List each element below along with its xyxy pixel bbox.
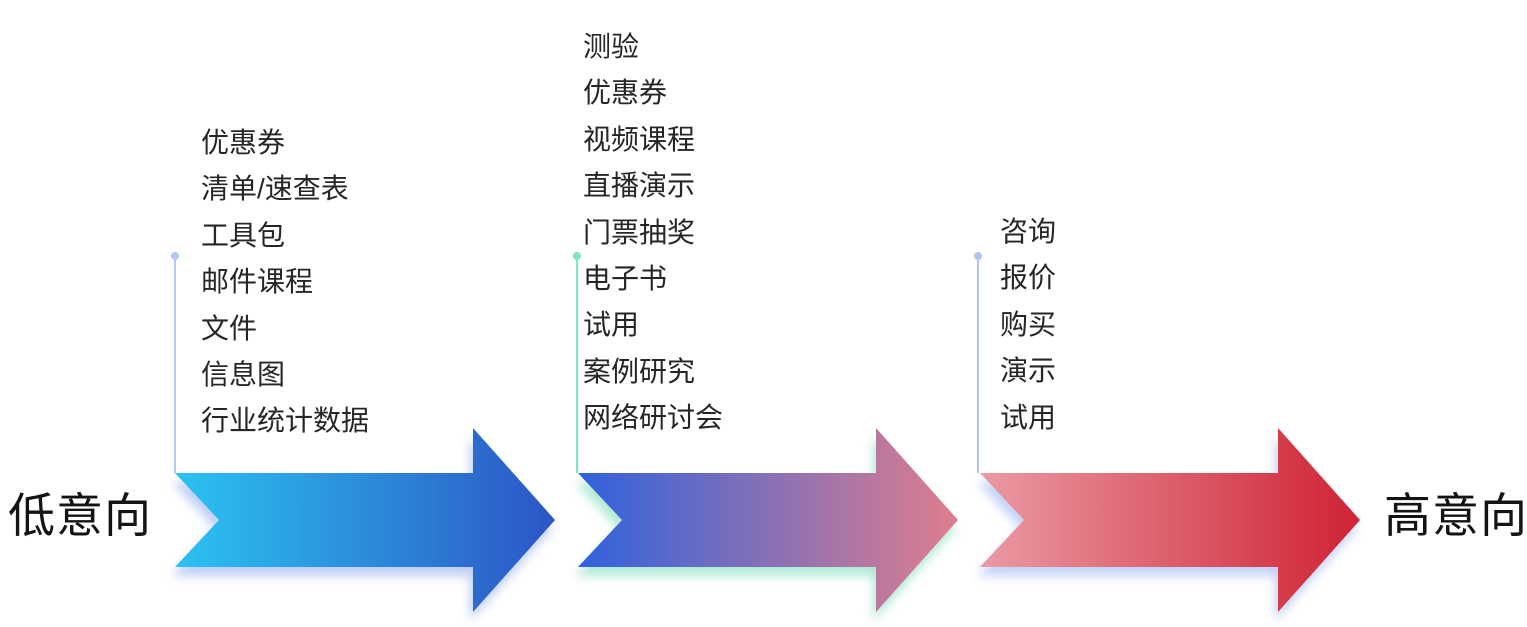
offer-item: 信息图 (201, 359, 286, 391)
offer-item: 行业统计数据 (201, 405, 370, 437)
offer-item: 优惠券 (583, 77, 668, 109)
stage2-offer-list: 测验 优惠券 视频课程 直播演示 门票抽奖 电子书 试用 案例研究 网络研讨会 (583, 24, 723, 442)
offer-item: 试用 (1000, 401, 1057, 433)
stage2-arrow (578, 428, 958, 612)
stage2-connector-pin (573, 252, 581, 473)
offer-item: 直播演示 (583, 170, 696, 202)
stage1-offer-list: 优惠券 清单/速查表 工具包 邮件课程 文件 信息图 行业统计数据 (201, 120, 369, 445)
arrow-shape (980, 428, 1360, 612)
stage1-arrow (175, 428, 555, 612)
pin-dot (573, 252, 581, 260)
offer-item: 演示 (1000, 355, 1057, 387)
offer-item: 门票抽奖 (583, 216, 696, 248)
offer-item: 优惠券 (201, 127, 286, 158)
offer-item: 清单/速查表 (201, 173, 349, 205)
offer-item: 咨询 (1000, 216, 1057, 247)
arrow-shape (175, 428, 555, 612)
offer-item: 文件 (201, 312, 258, 344)
offer-item: 案例研究 (583, 355, 696, 387)
offer-item: 试用 (583, 309, 640, 341)
offer-item: 电子书 (583, 263, 668, 295)
arrow-shape (578, 428, 958, 612)
stage3-offer-list: 咨询 报价 购买 演示 试用 (1000, 209, 1056, 441)
pin-dot (171, 252, 179, 260)
offer-item: 视频课程 (583, 123, 696, 155)
offer-item: 邮件课程 (201, 266, 314, 298)
stage3-connector-pin (974, 252, 982, 473)
high-intent-label: 高意向 (1384, 489, 1527, 542)
stage3-arrow (980, 428, 1360, 612)
offer-item: 测验 (583, 31, 640, 62)
offer-item: 报价 (1000, 262, 1057, 294)
low-intent-label: 低意向 (8, 489, 152, 542)
offer-item: 网络研讨会 (583, 402, 724, 434)
pin-dot (974, 252, 982, 260)
stage1-connector-pin (171, 252, 179, 473)
offer-item: 购买 (1000, 308, 1057, 340)
offer-item: 工具包 (201, 219, 286, 251)
